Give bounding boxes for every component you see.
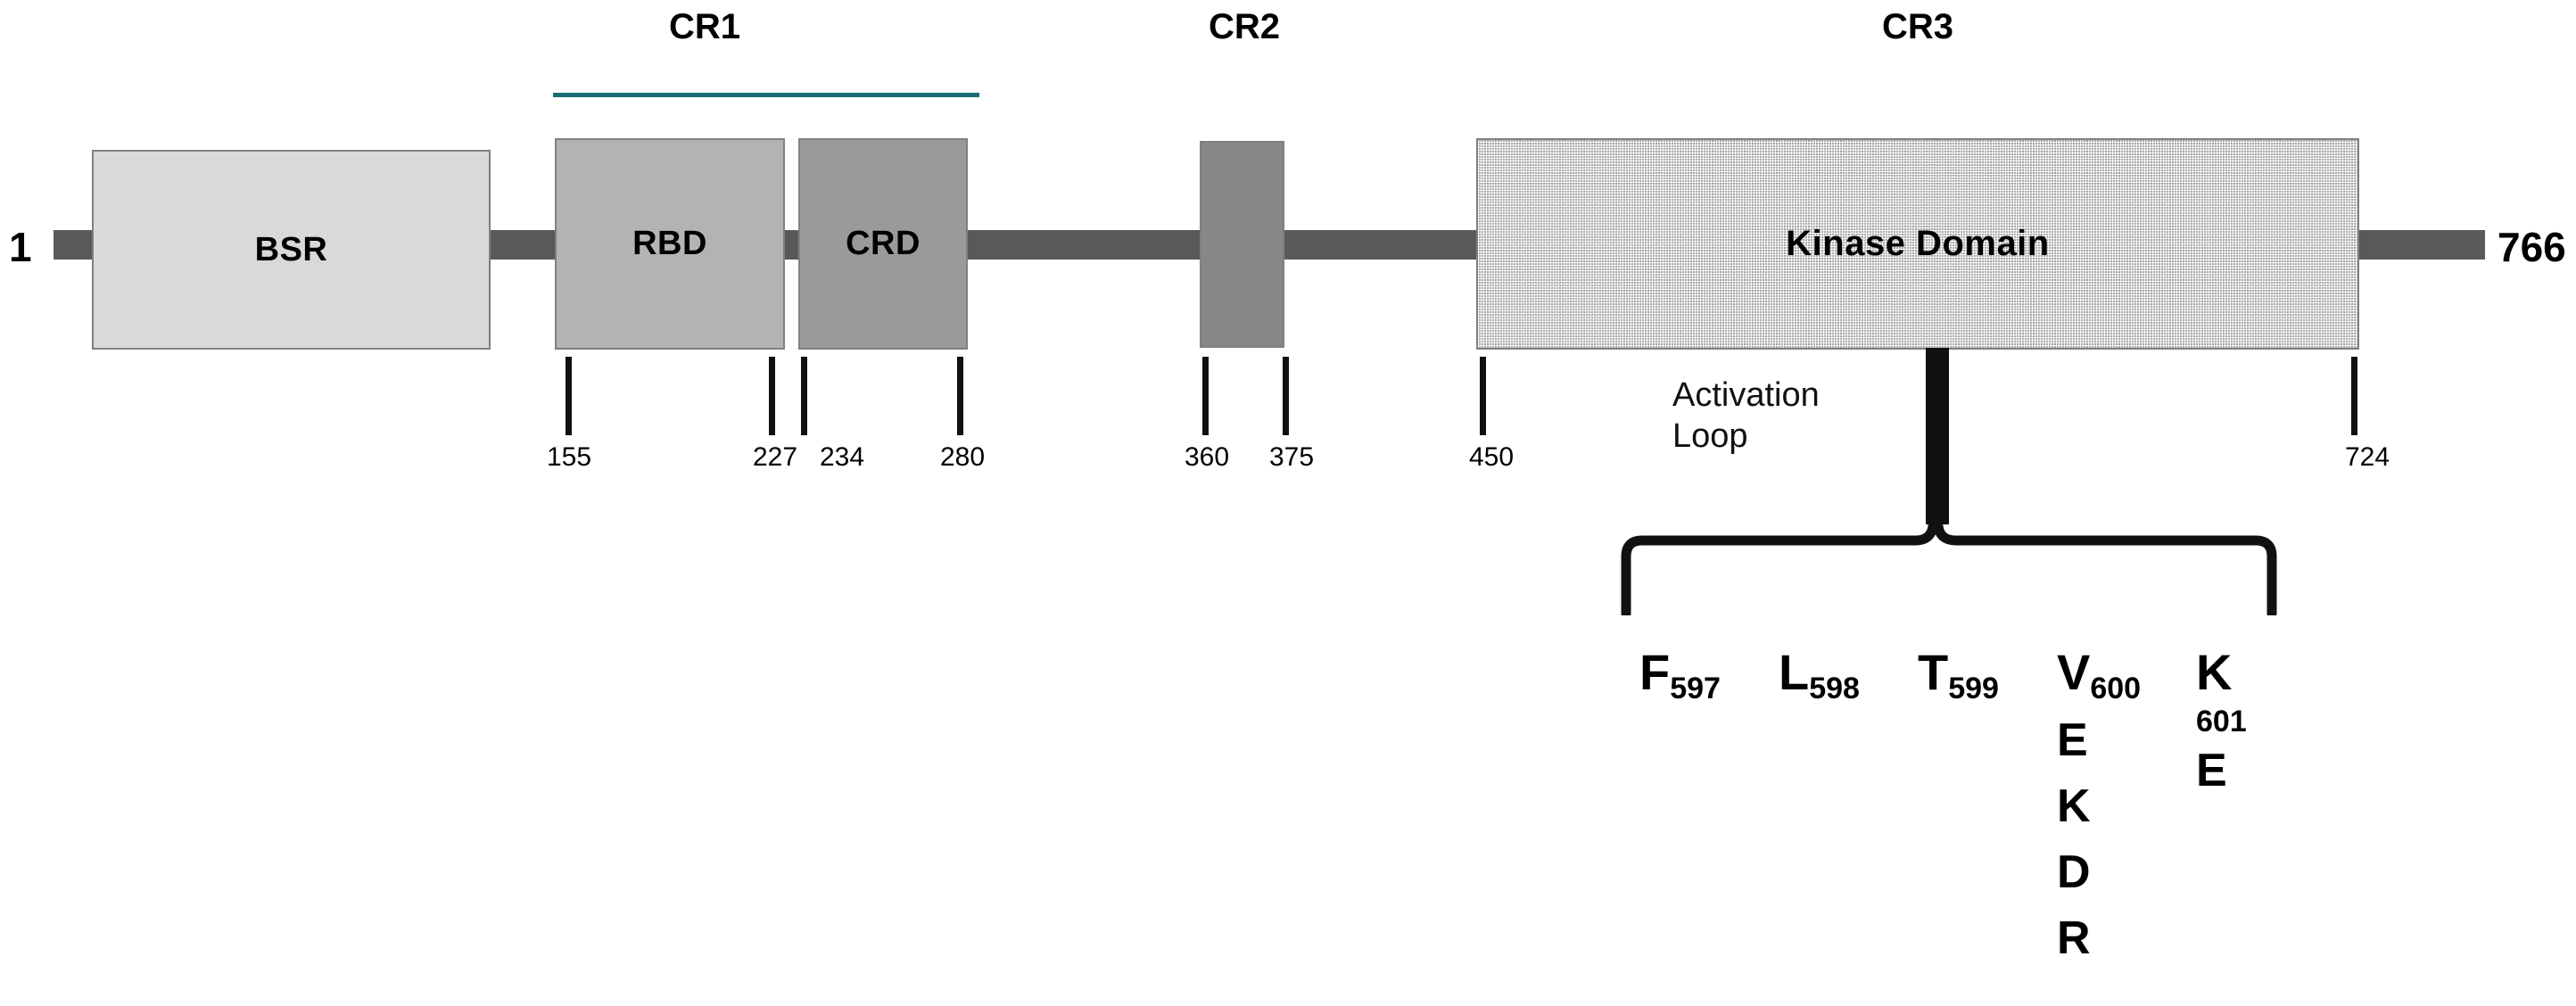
tick-mark-234: [801, 357, 807, 435]
residue-letter-v: V: [2057, 644, 2091, 700]
residue-number-234: 234: [819, 442, 865, 472]
residue-position-598: 598: [1809, 672, 1860, 705]
residue-column-t599: T599: [1918, 644, 1999, 705]
activation-loop-label-line2: Loop: [1672, 417, 1748, 456]
domain-box-cr2: [1200, 141, 1284, 348]
residue-variant-v600-2: D: [2057, 846, 2091, 898]
tick-mark-450: [1480, 357, 1486, 435]
tick-mark-155: [566, 357, 572, 435]
residue-column-v600: V600 E K D R: [2057, 644, 2142, 964]
tick-mark-375: [1283, 357, 1289, 435]
residue-variant-v600-3: R: [2057, 912, 2091, 964]
tick-mark-280: [957, 357, 963, 435]
domain-label-bsr: BSR: [254, 230, 328, 268]
residue-number-227: 227: [752, 442, 798, 472]
cr1-underline: [553, 93, 979, 97]
curly-brace-icon: [1621, 517, 2277, 615]
cr3-label: CR3: [1881, 7, 1954, 46]
domain-box-bsr: BSR: [92, 150, 491, 350]
residue-position-599: 599: [1948, 672, 1999, 705]
residue-letter-k: K: [2196, 644, 2233, 700]
tick-mark-724: [2351, 357, 2357, 435]
residue-position-597: 597: [1670, 672, 1721, 705]
residue-number-450: 450: [1468, 442, 1515, 472]
domain-box-kinase: Kinase Domain: [1476, 138, 2359, 350]
residue-number-280: 280: [939, 442, 986, 472]
residue-letter-f: F: [1639, 644, 1671, 700]
domain-label-crd: CRD: [846, 225, 921, 262]
n-terminus-number: 1: [9, 224, 32, 270]
domain-label-rbd: RBD: [632, 225, 707, 262]
residue-variant-k601-0: E: [2196, 745, 2227, 796]
residue-number-724: 724: [2344, 442, 2390, 472]
tick-mark-360: [1202, 357, 1209, 435]
residue-column-k601: K 601 E: [2196, 644, 2282, 796]
activation-loop-residues: F597 L598 T599 V600 E K D R K 601 E: [1639, 644, 2282, 962]
domain-box-rbd: RBD: [555, 138, 785, 350]
cr1-label: CR1: [668, 7, 741, 46]
residue-column-l598: L598: [1779, 644, 1860, 705]
residue-number-155: 155: [546, 442, 592, 472]
activation-loop-label: Activation Loop: [1672, 375, 1922, 458]
tick-mark-227: [769, 357, 775, 435]
residue-letter-t: T: [1918, 644, 1949, 700]
cr2-label: CR2: [1208, 7, 1281, 46]
c-terminus-number: 766: [2498, 224, 2566, 270]
residue-variant-v600-0: E: [2057, 714, 2088, 766]
residue-position-601: 601: [2196, 705, 2247, 738]
residue-letter-l: L: [1779, 644, 1810, 700]
domain-label-kinase: Kinase Domain: [1786, 224, 2050, 263]
residue-column-f597: F597: [1639, 644, 1721, 705]
residue-number-360: 360: [1184, 442, 1230, 472]
domain-box-crd: CRD: [798, 138, 968, 350]
activation-loop-stem: [1926, 348, 1949, 524]
activation-loop-label-line1: Activation: [1672, 376, 1820, 414]
residue-number-375: 375: [1268, 442, 1315, 472]
residue-position-600: 600: [2090, 672, 2142, 705]
residue-variant-v600-1: K: [2057, 780, 2091, 832]
